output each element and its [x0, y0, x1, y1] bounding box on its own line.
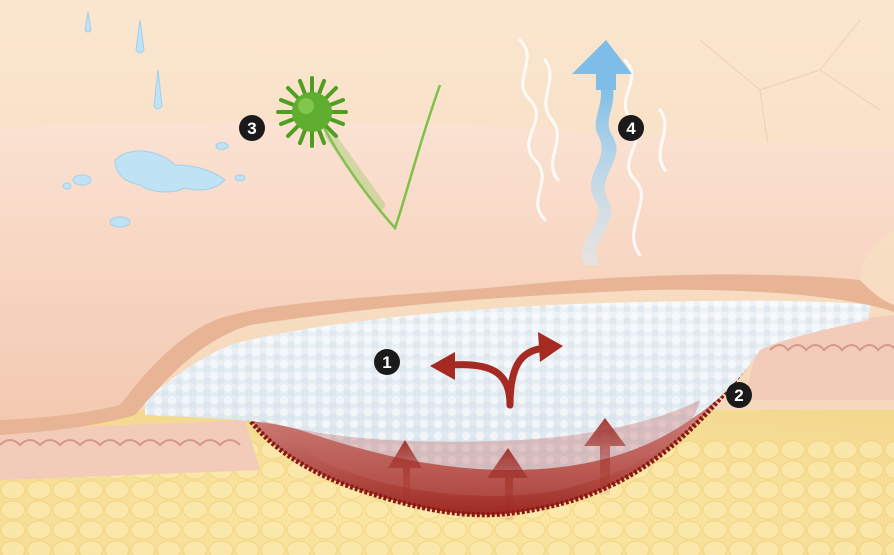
marker-4-label: 4 — [626, 119, 636, 138]
marker-2: 2 — [726, 382, 752, 408]
marker-3: 3 — [239, 115, 265, 141]
marker-3-label: 3 — [247, 119, 256, 138]
marker-1-label: 1 — [382, 353, 391, 372]
marker-2-label: 2 — [734, 386, 743, 405]
marker-1: 1 — [374, 349, 400, 375]
bacterium-icon — [278, 78, 346, 146]
marker-4: 4 — [618, 115, 644, 141]
